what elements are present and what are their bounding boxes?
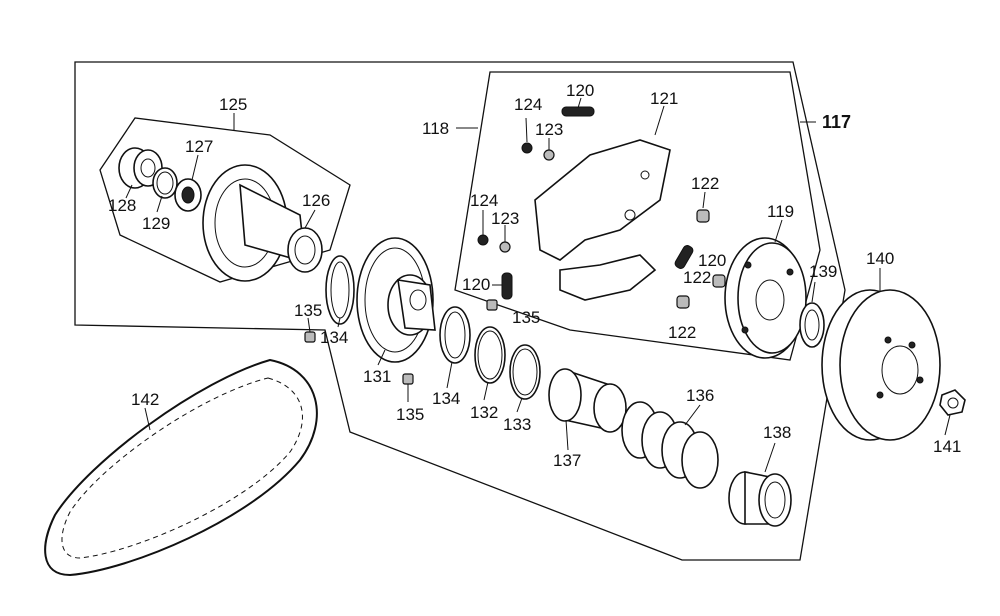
seal-134a (325, 255, 355, 325)
washer-124b (477, 234, 489, 246)
seal-139 (799, 302, 825, 348)
label-120b: 120 (462, 275, 490, 294)
label-122b: 122 (683, 268, 711, 287)
label-123a: 123 (535, 120, 563, 139)
label-124b: 124 (470, 191, 498, 210)
label-120a: 120 (566, 81, 594, 100)
label-133: 133 (503, 415, 531, 434)
label-135c: 135 (512, 308, 540, 327)
label-135b: 135 (396, 405, 424, 424)
label-117: 117 (822, 112, 851, 132)
bearing-128 (118, 147, 163, 189)
bearing-127 (174, 178, 202, 212)
clutch-bell-140 (821, 289, 941, 441)
label-134b: 134 (432, 389, 460, 408)
drive-face-126 (202, 164, 323, 282)
label-139: 139 (809, 262, 837, 281)
bushing-122b (712, 274, 726, 288)
label-122c: 122 (668, 323, 696, 342)
spring-120c (674, 245, 694, 269)
clutch-118-outline (454, 71, 821, 361)
label-140: 140 (866, 249, 894, 268)
ring-129 (152, 167, 178, 199)
collar-138 (728, 471, 792, 527)
label-125: 125 (219, 95, 247, 114)
washer-123a (543, 149, 555, 161)
label-132: 132 (470, 403, 498, 422)
spring-120a (561, 106, 595, 117)
label-134a: 134 (320, 328, 348, 347)
label-122a: 122 (691, 174, 719, 193)
label-121: 121 (650, 89, 678, 108)
spring-136 (621, 401, 719, 489)
label-128: 128 (108, 196, 136, 215)
label-129: 129 (142, 214, 170, 233)
nut-135c (486, 299, 498, 311)
label-126: 126 (302, 191, 330, 210)
spring-120b (501, 272, 513, 300)
drive-belt-142 (44, 358, 318, 577)
washer-123b (499, 241, 511, 253)
label-124a: 124 (514, 95, 542, 114)
ring-132 (474, 326, 506, 384)
driven-plate-131 (356, 237, 436, 363)
assembly-117-outline (74, 61, 846, 561)
label-137: 137 (553, 451, 581, 470)
drive-face-125-outline (99, 117, 351, 283)
nut-141 (939, 389, 966, 416)
label-127: 127 (185, 137, 213, 156)
nut-135b (402, 373, 414, 385)
label-120c: 120 (698, 251, 726, 270)
label-138: 138 (763, 423, 791, 442)
label-141: 141 (933, 437, 961, 456)
backing-plate-119 (724, 237, 807, 359)
label-119: 119 (767, 202, 794, 221)
label-123b: 123 (491, 209, 519, 228)
bushing-122a (696, 209, 710, 223)
label-136: 136 (686, 386, 714, 405)
washer-124a (521, 142, 533, 154)
sleeve-137 (548, 368, 627, 433)
label-142: 142 (131, 390, 159, 409)
clutch-shoe-121 (534, 139, 671, 301)
seal-134b (439, 306, 471, 364)
bushing-122c (676, 295, 690, 309)
leader-lines (125, 97, 951, 473)
label-118: 118 (422, 119, 449, 138)
part-labels: 117 118 119 120 120 120 121 122 122 122 … (108, 81, 961, 470)
nut-135a (304, 331, 316, 343)
label-135a: 135 (294, 301, 322, 320)
label-131: 131 (363, 367, 391, 386)
ring-133 (509, 344, 541, 400)
